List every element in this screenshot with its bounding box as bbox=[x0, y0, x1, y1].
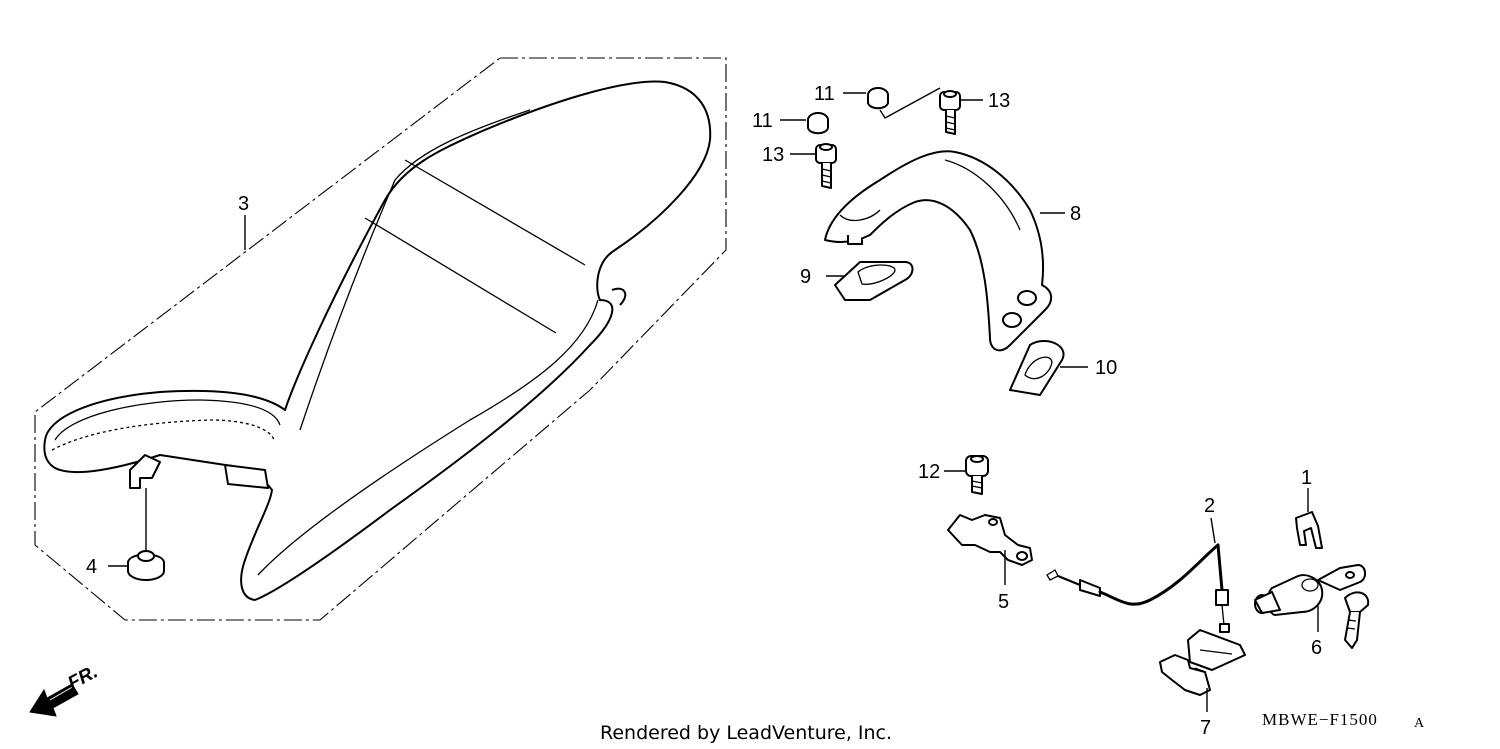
cable-holder-illustration[interactable] bbox=[1159, 629, 1246, 696]
front-direction-arrow-icon bbox=[29, 683, 79, 717]
leader-lines bbox=[108, 92, 1319, 712]
callout-seat: 3 bbox=[238, 193, 249, 215]
callout-bolt-lower: 13 bbox=[762, 144, 784, 166]
seat-cushion-illustration[interactable] bbox=[127, 550, 165, 581]
cap-lower-illustration[interactable] bbox=[807, 112, 829, 135]
cap-bolt-bracket-line bbox=[879, 87, 941, 119]
callout-cable-holder: 7 bbox=[1200, 717, 1211, 739]
grab-rail-illustration[interactable] bbox=[824, 150, 1053, 352]
cap-upper-illustration[interactable] bbox=[867, 87, 889, 110]
gasket-left-illustration[interactable] bbox=[834, 261, 914, 301]
render-credit: Rendered by LeadVenture, Inc. bbox=[600, 722, 892, 744]
seat-cable-illustration[interactable] bbox=[1046, 543, 1230, 633]
callout-grab-rail: 8 bbox=[1070, 203, 1081, 225]
callout-seat-cable: 2 bbox=[1204, 495, 1215, 517]
diagram-code: MBWE−F1500 bbox=[1262, 710, 1378, 729]
callout-bolt-upper: 13 bbox=[988, 90, 1010, 112]
bolt-lower-illustration[interactable] bbox=[815, 143, 837, 189]
seat-assembly-boundary bbox=[34, 57, 727, 621]
callout-gasket-right: 10 bbox=[1095, 357, 1117, 379]
clip-illustration[interactable] bbox=[1295, 511, 1323, 549]
callout-cap-upper: 11 bbox=[814, 83, 835, 105]
lock-bolt-illustration[interactable] bbox=[965, 455, 989, 495]
seat-illustration[interactable] bbox=[43, 80, 712, 601]
bolt-upper-illustration[interactable] bbox=[939, 90, 961, 135]
callout-cap-lower: 11 bbox=[752, 110, 773, 132]
callout-gasket-left: 9 bbox=[800, 266, 811, 288]
gasket-right-illustration[interactable] bbox=[1009, 340, 1065, 396]
callout-seat-catch: 5 bbox=[998, 591, 1009, 613]
seat-catch-illustration[interactable] bbox=[947, 514, 1033, 566]
callout-seat-lock: 6 bbox=[1311, 637, 1322, 659]
diagram-code-suffix: A bbox=[1414, 716, 1425, 731]
callout-lock-bolt: 12 bbox=[918, 461, 940, 483]
callout-seat-cushion: 4 bbox=[86, 556, 97, 578]
seat-lock-illustration[interactable] bbox=[1254, 564, 1370, 649]
callout-clip: 1 bbox=[1301, 467, 1312, 489]
